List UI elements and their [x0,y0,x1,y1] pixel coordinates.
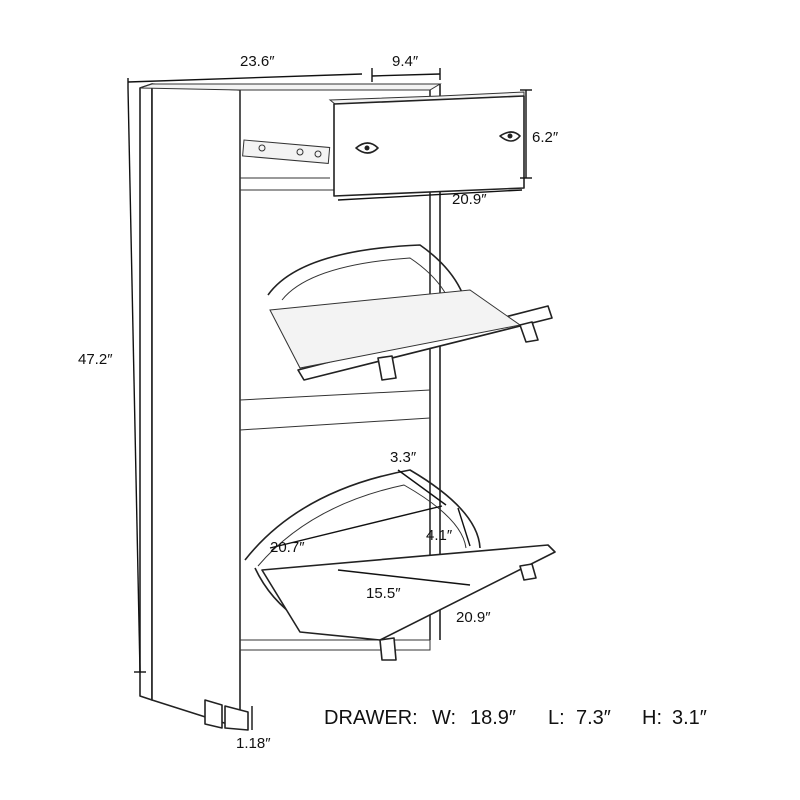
drawer-handle-icon [499,131,521,142]
dim-flap-front-width-label: 20.9″ [456,609,491,626]
dim-depth-label: 9.4″ [392,53,419,70]
drawer-caption-l-value: 7.3″ [576,707,611,729]
drawer-caption-h-label: H: [642,707,662,729]
dimension-lines [127,68,532,730]
drawer-handle-icon [355,142,379,154]
drawer-caption-h-value: 3.1″ [672,707,707,729]
dim-leg-height-label: 1.18″ [236,735,271,752]
dim-flap-depth-label: 3.3″ [390,449,417,466]
dim-flap-inner-width-label: 20.7″ [270,539,305,556]
bottom-flip-compartment [244,469,556,661]
dim-flap-curve-label: 4.1″ [426,527,453,544]
middle-flip-compartment [267,244,553,381]
cabinet-body [139,83,442,731]
drawer [242,91,525,197]
drawer-caption-w-label: W: [432,707,456,729]
dim-flap-inner-length-label: 15.5″ [366,585,401,602]
drawer-caption-w-value: 18.9″ [470,707,516,729]
drawer-caption: DRAWER: W: 18.9″ L: 7.3″ H: 3.1″ [324,707,707,729]
drawer-caption-l-label: L: [548,707,565,729]
dim-height-label: 47.2″ [78,351,113,368]
dim-drawer-width-label: 20.9″ [452,191,487,208]
dim-width-label: 23.6″ [240,53,275,70]
dimension-labels: 23.6″ 9.4″ 47.2″ 6.2″ 20.9″ 3.3″ 20.7″ 4… [78,53,559,752]
drawer-caption-label: DRAWER: [324,707,418,729]
dim-drawer-height-label: 6.2″ [532,129,559,146]
